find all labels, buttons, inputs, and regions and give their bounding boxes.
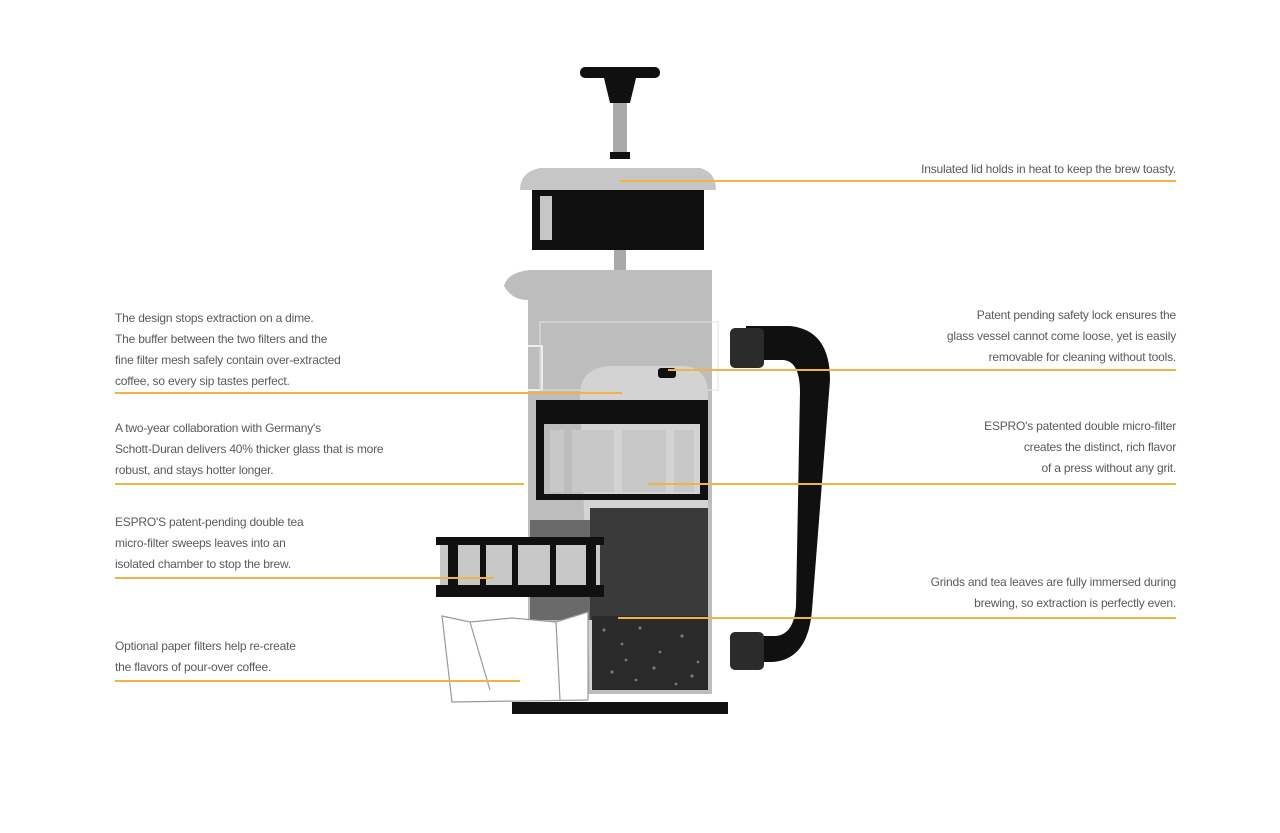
callout-line: Optional paper filters help re-create	[115, 636, 296, 657]
callout-line: brewing, so extraction is perfectly even…	[931, 593, 1176, 614]
paper-filter	[442, 612, 588, 702]
filter-top-bar	[536, 400, 708, 424]
filter-mesh-3	[622, 430, 666, 492]
tea-filter-bottom	[436, 585, 604, 597]
press-base	[512, 702, 728, 714]
callout-line: robust, and stays hotter longer.	[115, 460, 383, 481]
tea-filter-top	[436, 537, 604, 545]
callout-line: The design stops extraction on a dime.	[115, 308, 341, 329]
callout-line: of a press without any grit.	[984, 458, 1176, 479]
rod-collar	[610, 152, 630, 159]
callout-tea-filter: ESPRO'S patent-pending double tea micro-…	[115, 512, 304, 575]
callout-line: Patent pending safety lock ensures the	[947, 305, 1176, 326]
callout-safety-lock: Patent pending safety lock ensures the g…	[947, 305, 1176, 368]
filter-frame-left	[536, 424, 544, 500]
callout-line: Schott-Duran delivers 40% thicker glass …	[115, 439, 383, 460]
filter-mesh-4	[674, 430, 694, 492]
lid-insulated-band	[532, 190, 704, 250]
callout-double-filter: ESPRO's patented double micro-filter cre…	[984, 416, 1176, 479]
plunger-rod	[613, 103, 627, 155]
plunger-knob	[580, 67, 660, 78]
tea-bar-4	[550, 545, 556, 585]
filter-mesh-2	[572, 430, 614, 492]
callout-lid: Insulated lid holds in heat to keep the …	[921, 159, 1176, 180]
callout-line: isolated chamber to stop the brew.	[115, 554, 304, 575]
callout-design-stops: The design stops extraction on a dime. T…	[115, 308, 341, 392]
plunger-neck	[604, 78, 636, 103]
callout-line: The buffer between the two filters and t…	[115, 329, 341, 350]
callout-line: removable for cleaning without tools.	[947, 347, 1176, 368]
tea-bar-3	[512, 545, 518, 585]
callout-paper-filters: Optional paper filters help re-create th…	[115, 636, 296, 678]
callout-line: glass vessel cannot come loose, yet is e…	[947, 326, 1176, 347]
filter-bottom-bar	[544, 494, 700, 500]
callout-line: the flavors of pour-over coffee.	[115, 657, 296, 678]
filter-frame-right	[700, 424, 708, 500]
handle-upper-cap	[730, 328, 764, 368]
callout-line: micro-filter sweeps leaves into an	[115, 533, 304, 554]
callout-line: ESPRO's patented double micro-filter	[984, 416, 1176, 437]
filter-mesh-1	[550, 430, 564, 492]
callout-grinds: Grinds and tea leaves are fully immersed…	[931, 572, 1176, 614]
callout-line: Insulated lid holds in heat to keep the …	[921, 159, 1176, 180]
handle-lower-cap	[730, 632, 764, 670]
rod-lower	[614, 250, 626, 272]
callout-line: coffee, so every sip tastes perfect.	[115, 371, 341, 392]
callout-line: ESPRO'S patent-pending double tea	[115, 512, 304, 533]
callout-line: A two-year collaboration with Germany's	[115, 418, 383, 439]
brew-liquid	[590, 508, 708, 620]
press-handle	[746, 326, 830, 662]
coffee-grounds	[592, 616, 708, 690]
callout-line: Grinds and tea leaves are fully immersed…	[931, 572, 1176, 593]
lid-dome	[520, 168, 716, 190]
callout-line: creates the distinct, rich flavor	[984, 437, 1176, 458]
callout-glass: A two-year collaboration with Germany's …	[115, 418, 383, 481]
lid-highlight	[540, 196, 552, 240]
tea-bar-5	[586, 545, 596, 585]
callout-line: fine filter mesh safely contain over-ext…	[115, 350, 341, 371]
